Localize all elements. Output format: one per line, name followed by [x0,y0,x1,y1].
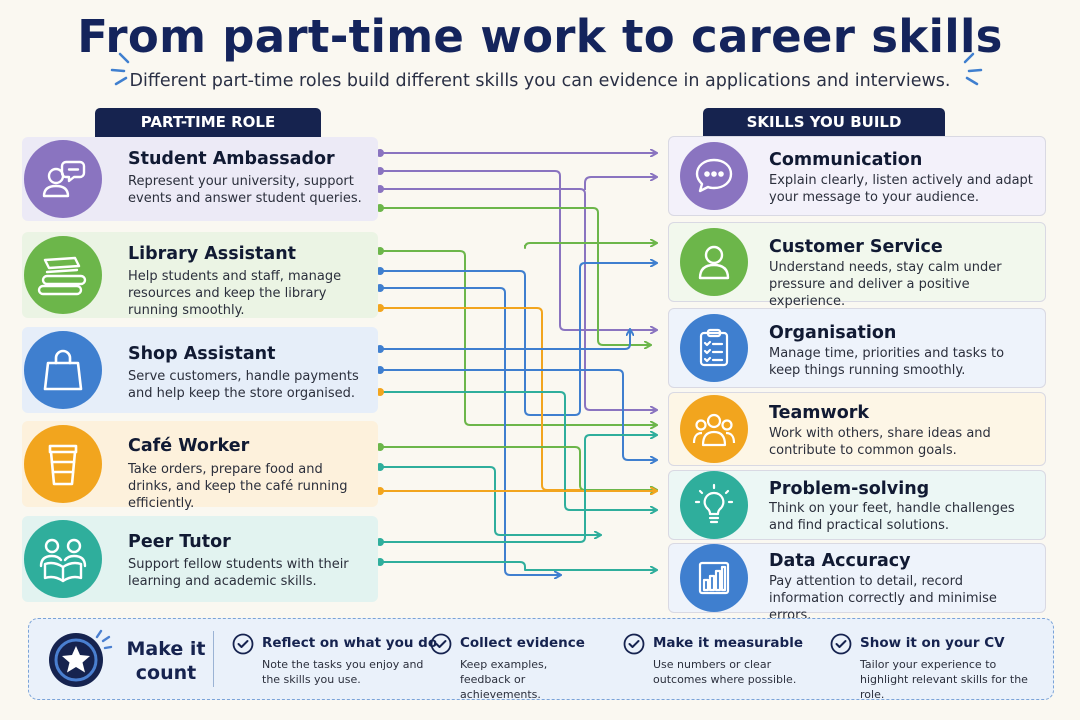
connector-ambassador-customer-service [380,207,650,345]
header-skills-you-build: SKILLS YOU BUILD [703,108,945,137]
skill-description: Understand needs, stay calm under pressu… [769,260,1002,309]
connector-shop-organisation [380,369,656,460]
connector-library-customer-service [380,250,656,425]
footer-item-description: Tailor your experience to highlight rele… [860,658,1028,701]
bar-chart-icon [680,544,748,612]
connector-ambassador-organisation [380,170,656,330]
skill-title: Customer Service [769,237,943,257]
connector-dot [376,388,384,396]
connector-cafe-teamwork [380,446,656,490]
skill-description: Work with others, share ideas and contri… [769,426,991,458]
footer-divider [213,631,214,687]
footer-item-description: Keep examples, feedback or achievements. [460,658,548,701]
connector-dot [376,345,384,353]
connector-dot [376,304,384,312]
connector-dot [376,558,384,566]
connector-library-teamwork [380,307,656,490]
skill-title: Data Accuracy [769,551,911,571]
check-circle-icon [232,633,254,655]
connector-library-data-accuracy [380,287,560,575]
connector-dot [376,284,384,292]
skill-description: Explain clearly, listen actively and ada… [769,173,1033,205]
role-description: Help students and staff, manage resource… [128,269,342,318]
skill-card-data-accuracy: Data Accuracy Pay attention to detail, r… [668,543,1046,623]
coffee-cup-icon [24,425,102,503]
footer-item-heading: Collect evidence [460,635,585,651]
connector-dot [376,443,384,451]
skill-card-teamwork: Teamwork Work with others, share ideas a… [668,392,1046,466]
skill-title: Organisation [769,323,897,343]
connector-dot [376,185,384,193]
lightbulb-icon [680,471,748,539]
connector-dot [376,463,384,471]
person-icon [680,228,748,296]
role-card-cafe-worker: Café Worker Take orders, prepare food an… [22,421,378,511]
role-card-student-ambassador: Student Ambassador Represent your univer… [22,137,378,221]
books-icon [24,236,102,314]
connector-dot [376,366,384,374]
role-title: Library Assistant [128,244,297,264]
role-description: Represent your university, support event… [128,174,362,206]
role-description: Take orders, prepare food and drinks, an… [128,462,348,511]
team-icon [680,395,748,463]
footer-item-heading: Show it on your CV [860,635,1005,651]
skill-card-problem-solving: Problem-solving Think on your feet, hand… [668,470,1046,540]
check-circle-icon [623,633,645,655]
footer-item-description: Note the tasks you enjoy and the skills … [262,658,424,686]
connector-dot [376,204,384,212]
skill-title: Communication [769,150,923,170]
skill-description: Manage time, priorities and tasks to kee… [769,346,1005,378]
connector-dot [376,267,384,275]
shopping-bag-icon [24,331,102,409]
footer-item-heading: Reflect on what you do [262,635,438,651]
connector-dot [376,538,384,546]
footer-item-heading: Make it measurable [653,635,803,651]
connector-shop-data-accuracy [380,391,656,510]
role-card-peer-tutor: Peer Tutor Support fellow students with … [22,516,378,602]
spark-decoration-left [110,52,130,86]
check-circle-icon [430,633,452,655]
role-title: Shop Assistant [128,344,276,364]
clipboard-checklist-icon [680,314,748,382]
connector-dot [376,149,384,157]
connector-dot [376,487,384,495]
connector-ambassador-communication-2 [584,177,656,190]
check-circle-icon [830,633,852,655]
connector-shop-customer-service [380,330,630,350]
connector-library-cs-2 [524,243,656,249]
connector-dot [376,167,384,175]
chat-person-icon [24,140,102,218]
role-title: Café Worker [128,436,250,456]
skill-card-communication: Communication Explain clearly, listen ac… [668,136,1046,216]
skill-card-organisation: Organisation Manage time, priorities and… [668,308,1046,388]
role-card-shop-assistant: Shop Assistant Serve customers, handle p… [22,327,378,413]
role-title: Peer Tutor [128,532,231,552]
skill-description: Pay attention to detail, record informat… [769,574,997,623]
star-badge-icon [47,629,113,687]
page-title: From part-time work to career skills [77,10,1003,63]
connector-cafe-problem-solving [380,466,600,535]
connector-tutor-communication [380,435,656,543]
role-title: Student Ambassador [128,149,335,169]
spark-decoration-right [963,52,983,86]
page-subtitle: Different part-time roles build differen… [129,71,951,91]
connector-library-organisation [380,263,656,416]
skill-title: Problem-solving [769,479,930,499]
skill-description: Think on your feet, handle challenges an… [769,501,1015,533]
role-card-library-assistant: Library Assistant Help students and staf… [22,232,378,318]
tutor-reading-icon [24,520,102,598]
skill-title: Teamwork [769,403,869,423]
connector-dot [376,247,384,255]
header-part-time-role: PART-TIME ROLE [95,108,321,137]
connector-tutor-problem-solving [380,561,656,570]
skill-card-customer-service: Customer Service Understand needs, stay … [668,222,1046,309]
make-it-count-panel: Make it count Reflect on what you do Not… [28,618,1054,701]
speech-bubble-icon [680,142,748,210]
make-it-count-title: Make it count [126,638,206,684]
role-description: Support fellow students with their learn… [128,557,349,589]
role-description: Serve customers, handle payments and hel… [128,369,359,401]
connector-ambassador-teamwork [380,188,656,410]
footer-item-description: Use numbers or clear outcomes where poss… [653,658,797,686]
